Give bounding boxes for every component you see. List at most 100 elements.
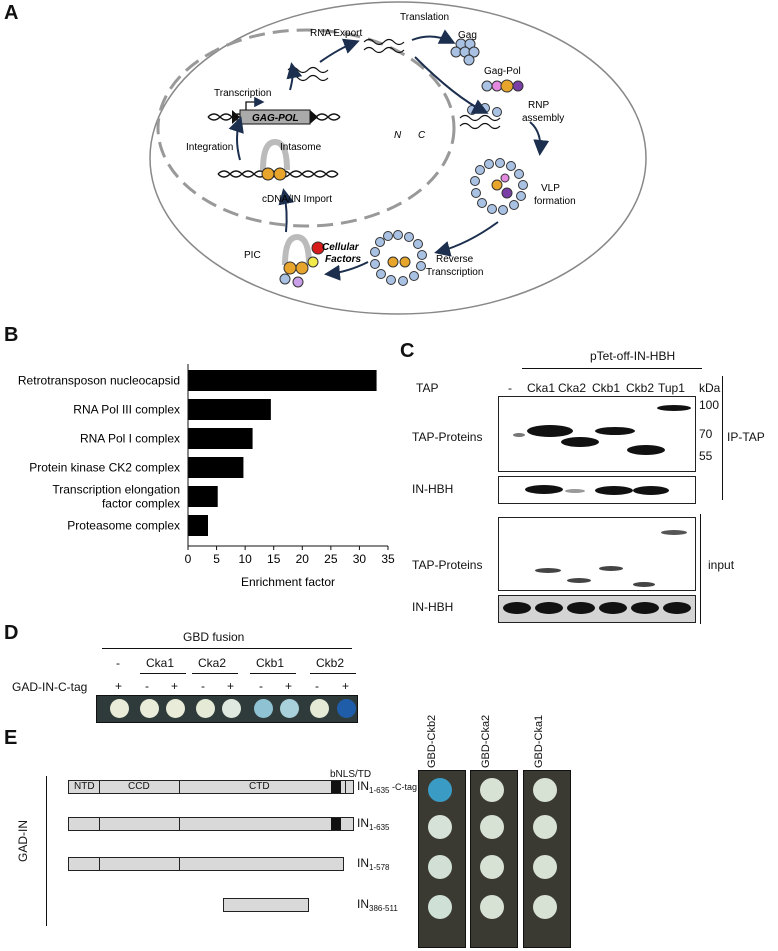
e-spot-p0-r1 bbox=[428, 815, 452, 839]
label-translation: Translation bbox=[400, 12, 449, 23]
spot-plate-d bbox=[96, 695, 358, 723]
kda-label: kDa bbox=[699, 381, 721, 395]
label-assembly: assembly bbox=[522, 113, 564, 124]
label-integration: Integration bbox=[186, 142, 233, 153]
label-transcription: Transcription bbox=[214, 88, 271, 99]
row-tap-proteins-input: TAP-Proteins bbox=[412, 558, 483, 572]
x-axis-label: Enrichment factor bbox=[241, 575, 335, 589]
d-group-underline-2 bbox=[192, 673, 238, 674]
d-group-1: Cka1 bbox=[146, 656, 175, 670]
label-intasome: Intasome bbox=[280, 142, 322, 153]
bar-4 bbox=[188, 486, 218, 507]
cell-outline bbox=[149, 1, 647, 315]
e-spot-p1-r2 bbox=[480, 855, 504, 879]
lane-label-1: Cka1 bbox=[527, 381, 556, 395]
e-spot-p2-r0 bbox=[533, 778, 557, 802]
plate-label-cka1: GBD-Cka1 bbox=[533, 714, 545, 768]
e-spot-p1-r3 bbox=[480, 895, 504, 919]
d-spot-5 bbox=[254, 699, 273, 718]
d-sign-5: - bbox=[259, 679, 263, 693]
lane-label-4: Ckb2 bbox=[626, 381, 655, 395]
d-spot-4 bbox=[222, 699, 241, 718]
x-tick-label-2: 10 bbox=[238, 552, 252, 566]
x-tick-label-6: 30 bbox=[353, 552, 367, 566]
lane-label-2: Cka2 bbox=[558, 381, 587, 395]
label-c: C bbox=[418, 130, 426, 141]
d-sign-2: + bbox=[171, 679, 179, 693]
e-spot-p0-r3 bbox=[428, 895, 452, 919]
label-gag: Gag bbox=[458, 30, 477, 41]
vlp-particle bbox=[470, 158, 528, 215]
blot-ip-tap-proteins bbox=[498, 396, 696, 472]
label-rna-export: RNA Export bbox=[310, 28, 362, 39]
domain-ccd: CCD bbox=[128, 781, 150, 792]
gag-pol-protein bbox=[481, 79, 524, 93]
gad-in-side-label: GAD-IN bbox=[16, 820, 30, 862]
marker-70: 70 bbox=[699, 427, 713, 441]
label-vlp: VLP bbox=[541, 183, 560, 194]
lane-label-5: Tup1 bbox=[658, 381, 685, 395]
d-sign-6: + bbox=[285, 679, 293, 693]
x-tick-label-4: 20 bbox=[296, 552, 310, 566]
e-spot-p1-r0 bbox=[480, 778, 504, 802]
label-n: N bbox=[394, 130, 402, 141]
panel-label-c: C bbox=[400, 340, 415, 362]
x-tick-label-3: 15 bbox=[267, 552, 281, 566]
x-tick-label-7: 35 bbox=[381, 552, 395, 566]
e-spot-p0-r2 bbox=[428, 855, 452, 879]
label-reverse-transcription: Transcription bbox=[426, 267, 483, 278]
gbd-fusion-bracket bbox=[102, 648, 352, 649]
label-rnp: RNP bbox=[528, 100, 549, 111]
d-spot-6 bbox=[280, 699, 299, 718]
d-sign-4: + bbox=[227, 679, 235, 693]
bar-1 bbox=[188, 399, 271, 420]
category-label-3: Protein kinase CK2 complex bbox=[29, 461, 180, 475]
construct-in-1-635 bbox=[68, 817, 354, 831]
row-in-hbh-ip: IN-HBH bbox=[412, 482, 454, 496]
e-spot-p2-r2 bbox=[533, 855, 557, 879]
d-spot-7 bbox=[310, 699, 329, 718]
d-group-4: Ckb2 bbox=[316, 656, 345, 670]
gag-proteins bbox=[450, 38, 480, 66]
d-sign-7: - bbox=[315, 679, 319, 693]
label-gag-pol-gene: GAG-POL bbox=[252, 113, 299, 124]
bar-3 bbox=[188, 457, 244, 478]
blot-ip-in-hbh bbox=[498, 476, 696, 504]
tap-label: TAP bbox=[416, 381, 439, 395]
category-label-0: Retrotransposon nucleocapsid bbox=[18, 374, 180, 388]
gad-in-c-tag-label: GAD-IN-C-tag bbox=[12, 680, 88, 694]
bar-5 bbox=[188, 515, 208, 536]
construct-label-4: IN386-511 bbox=[357, 897, 398, 913]
d-group-underline-3 bbox=[250, 673, 296, 674]
d-sign-0: + bbox=[115, 679, 123, 693]
panel-label-a: A bbox=[4, 2, 19, 24]
category-label-2: RNA Pol I complex bbox=[80, 432, 180, 446]
d-group-2: Cka2 bbox=[198, 656, 227, 670]
lane-label-3: Ckb1 bbox=[592, 381, 621, 395]
d-group-0: - bbox=[116, 656, 120, 670]
lane-label-0: - bbox=[508, 381, 512, 395]
bar-0 bbox=[188, 370, 377, 391]
d-sign-8: + bbox=[342, 679, 350, 693]
plate-label-ckb2: GBD-Ckb2 bbox=[426, 714, 438, 768]
d-sign-1: - bbox=[145, 679, 149, 693]
label-pic: PIC bbox=[244, 250, 261, 261]
d-sign-3: - bbox=[201, 679, 205, 693]
category-label-1: RNA Pol III complex bbox=[73, 403, 180, 417]
e-spot-p2-r1 bbox=[533, 815, 557, 839]
label-cdna-import: cDNA/IN Import bbox=[262, 194, 332, 205]
domain-ntd: NTD bbox=[74, 781, 95, 792]
input-bracket bbox=[700, 514, 701, 624]
domain-ctd: CTD bbox=[249, 781, 270, 792]
d-spot-2 bbox=[166, 699, 185, 718]
label-factors: Factors bbox=[325, 254, 362, 265]
construct-label-2: IN1-635 bbox=[357, 816, 390, 832]
panel-label-b: B bbox=[4, 324, 19, 346]
e-spot-p2-r3 bbox=[533, 895, 557, 919]
plate-label-cka2: GBD-Cka2 bbox=[480, 714, 492, 768]
x-tick-label-5: 25 bbox=[324, 552, 338, 566]
label-vlp-formation: formation bbox=[534, 196, 576, 207]
row-tap-proteins-ip: TAP-Proteins bbox=[412, 430, 483, 444]
construct-label-1: IN1-635 -C-tag bbox=[357, 779, 417, 795]
label-gag-pol: Gag-Pol bbox=[484, 66, 521, 77]
